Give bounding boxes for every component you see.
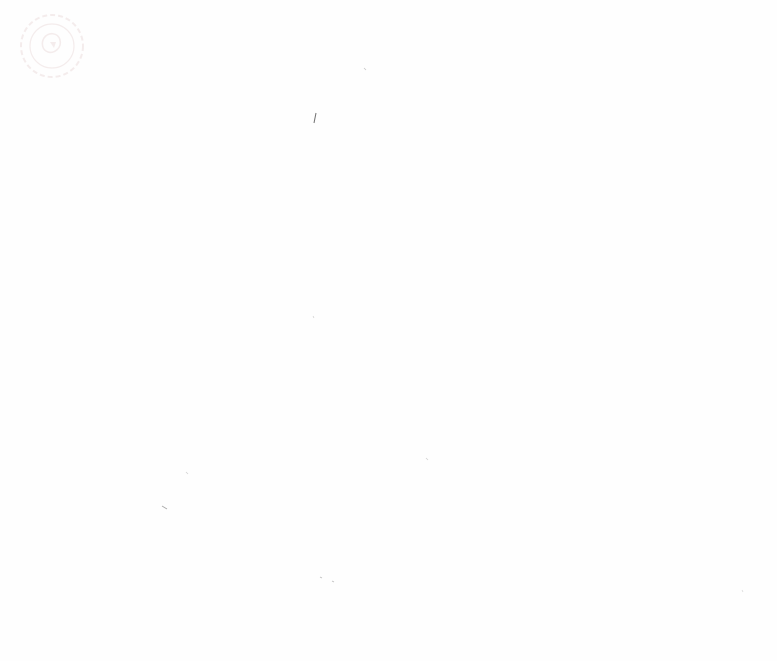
scan-speck <box>425 457 429 461</box>
scan-speck <box>331 580 335 583</box>
seal-inner-ring <box>29 23 75 69</box>
scan-stroke <box>161 505 168 510</box>
scan-speck <box>319 576 323 579</box>
scan-speck <box>741 589 744 593</box>
scan-speck <box>185 471 189 475</box>
scan-speck <box>312 315 315 319</box>
seal-icon <box>20 14 84 78</box>
seal-detail <box>50 42 56 48</box>
seal-outer-ring <box>20 14 84 78</box>
seal-emblem <box>41 32 62 54</box>
scan-speck <box>363 67 367 71</box>
scan-stroke <box>313 112 317 124</box>
